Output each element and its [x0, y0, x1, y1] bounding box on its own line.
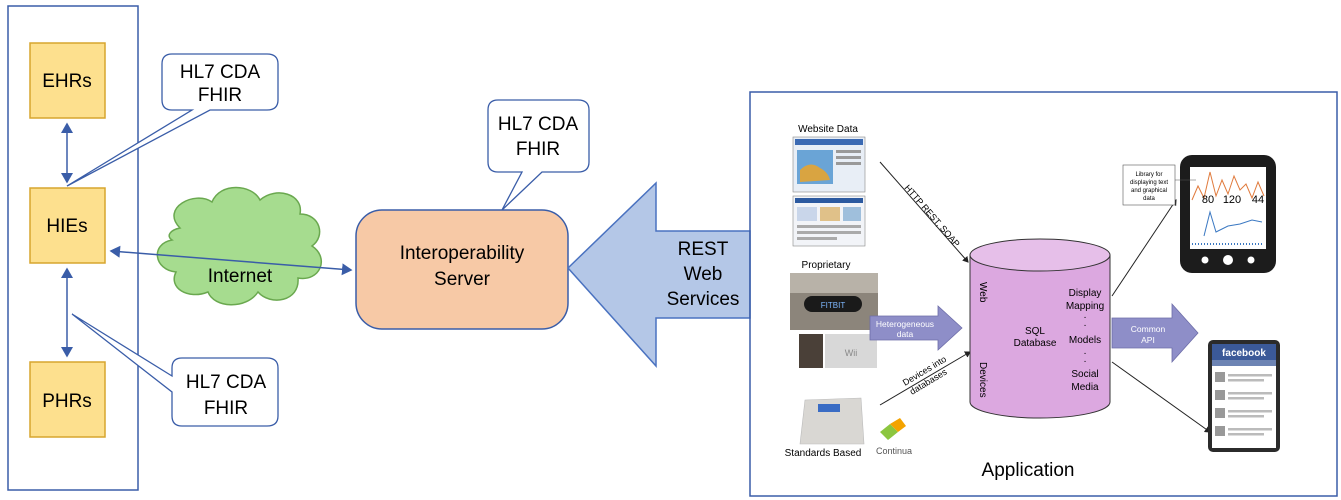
- ehrs-label: EHRs: [42, 71, 92, 92]
- rest-arrow: [566, 181, 751, 368]
- db-devices-label: Devices: [977, 362, 988, 398]
- facebook-logo-text: facebook: [1222, 348, 1266, 359]
- http-rest-arrow: [879, 161, 969, 263]
- db-mapping: Mapping: [1066, 301, 1104, 312]
- heterogeneous-label-line2: data: [897, 329, 914, 339]
- db-dots-4: ·: [1083, 356, 1086, 367]
- server-label-line2: Server: [434, 269, 491, 290]
- common-api-line1: Common: [1131, 324, 1166, 334]
- heterogeneous-label-line1: Heterogeneous: [876, 319, 934, 329]
- heterogeneous-arrow: [869, 305, 963, 351]
- common-api-line2: API: [1141, 335, 1155, 345]
- internet-cloud: [156, 186, 323, 306]
- db-dots-3: ·: [1083, 348, 1086, 359]
- callout-bottom-left-line2: FHIR: [204, 398, 248, 419]
- internet-label: Internet: [208, 266, 273, 287]
- hies-label: HIEs: [46, 216, 87, 237]
- proprietary-label: Proprietary: [802, 260, 851, 271]
- website-screenshot-1: [792, 136, 866, 193]
- continua-label: Continua: [876, 446, 912, 456]
- ehrs-box: [29, 42, 106, 119]
- sql-database-cylinder: [969, 238, 1111, 419]
- server-label-line1: Interoperability: [400, 243, 525, 264]
- phone-number-3: 44: [1252, 194, 1264, 206]
- scale-photo: [799, 397, 865, 445]
- continua-logo: [880, 418, 906, 440]
- phone-device: [1180, 155, 1276, 273]
- proprietary-device-photo: FITBIT: [790, 273, 878, 330]
- standards-based-label: Standards Based: [785, 448, 862, 459]
- website-screenshot-2: [792, 195, 866, 247]
- phrs-label: PHRs: [42, 391, 92, 412]
- library-note-line4: data: [1143, 196, 1155, 202]
- library-note-line1: Library for: [1135, 172, 1162, 178]
- rest-label-line3: Services: [667, 289, 740, 310]
- db-dots-2: ·: [1083, 320, 1086, 331]
- db-display: Display: [1069, 288, 1102, 299]
- svg-text:FITBIT: FITBIT: [821, 301, 846, 310]
- website-data-label: Website Data: [798, 124, 858, 135]
- db-dots-1: ·: [1083, 312, 1086, 323]
- library-note-line2: displaying text: [1130, 180, 1168, 186]
- phone-number-1: 80: [1202, 194, 1214, 206]
- phrs-box: [29, 361, 106, 438]
- callout-server-line1: HL7 CDA: [498, 114, 579, 135]
- library-note-box: [1122, 164, 1176, 206]
- db-to-facebook-arrow: [1111, 361, 1211, 433]
- db-web-label: Web: [977, 282, 988, 303]
- hie-server-connector: [109, 245, 353, 276]
- db-to-phone-arrow: [1111, 199, 1177, 297]
- hies-box: [29, 187, 106, 264]
- callout-top-left-line2: FHIR: [198, 85, 242, 106]
- callout-bottom-left: [71, 313, 279, 427]
- rest-label-line2: Web: [684, 264, 723, 285]
- wii-photo: Wii: [799, 334, 877, 368]
- callout-top-left-line1: HL7 CDA: [180, 62, 261, 83]
- callout-bottom-left-line1: HL7 CDA: [186, 372, 267, 393]
- facebook-phone: [1208, 340, 1280, 452]
- svg-text:Wii: Wii: [845, 348, 858, 358]
- library-note-line3: and graphical: [1131, 188, 1167, 194]
- callout-top-left: [66, 53, 279, 187]
- application-frame: [749, 91, 1338, 497]
- devices-into-arrow: [879, 351, 971, 406]
- application-caption: Application: [982, 460, 1075, 481]
- interoperability-server-box: [355, 209, 569, 330]
- db-sql-line2: Database: [1014, 338, 1057, 349]
- db-media: Media: [1071, 382, 1099, 393]
- callout-server: [487, 99, 590, 211]
- http-rest-label: HTTP REST, SOAP: [902, 183, 961, 249]
- common-api-arrow: [1111, 302, 1199, 364]
- callout-server-line2: FHIR: [516, 139, 560, 160]
- rest-label-line1: REST: [678, 239, 729, 260]
- phone-number-2: 120: [1223, 194, 1241, 206]
- db-models: Models: [1069, 335, 1101, 346]
- db-sql-line1: SQL: [1025, 326, 1045, 337]
- db-social: Social: [1071, 369, 1098, 380]
